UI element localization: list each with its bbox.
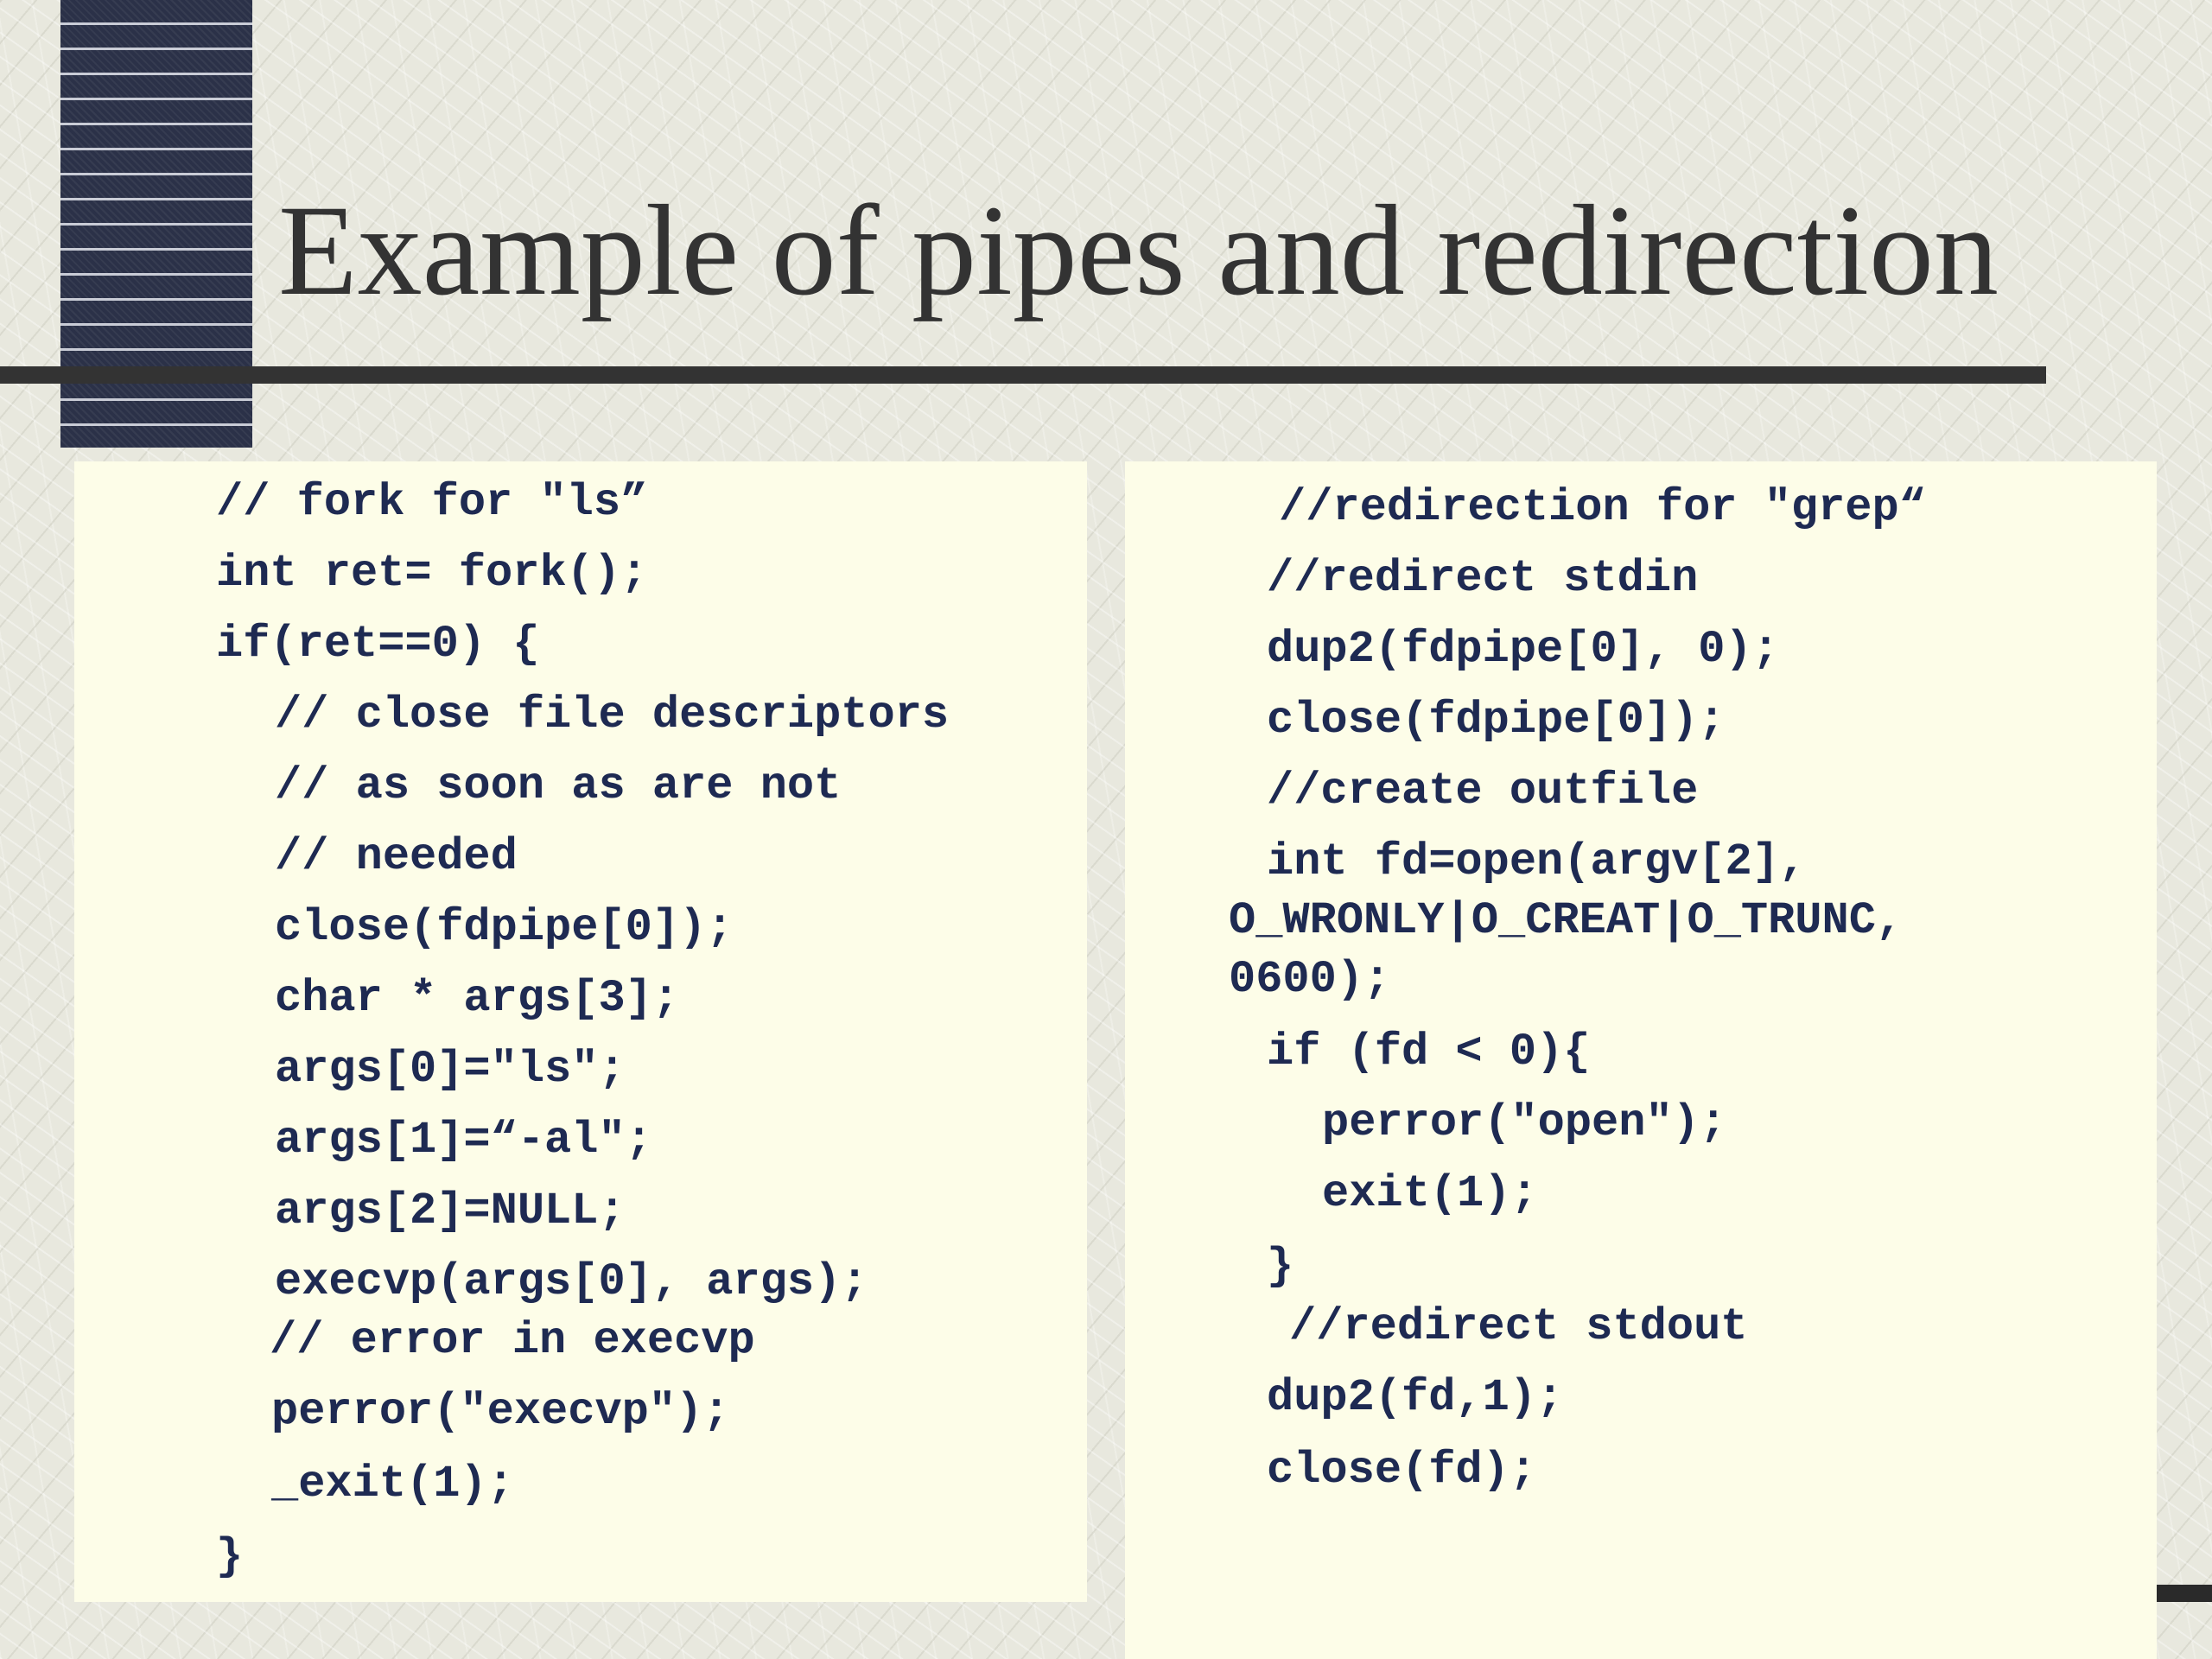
code-line: } bbox=[216, 1531, 244, 1582]
code-line: int fd=open(argv[2], bbox=[1267, 836, 1807, 887]
code-line: dup2(fdpipe[0], 0); bbox=[1267, 624, 1779, 675]
code-line: args[1]=“-al"; bbox=[275, 1115, 652, 1166]
left-code-panel bbox=[74, 461, 1087, 1602]
right-code-panel bbox=[1125, 461, 2157, 1659]
code-line: if(ret==0) { bbox=[216, 619, 540, 670]
code-line: int ret= fork(); bbox=[216, 548, 648, 599]
code-line: dup2(fd,1); bbox=[1267, 1372, 1564, 1423]
code-line: } bbox=[1267, 1241, 1294, 1292]
code-line: //redirection for "grep“ bbox=[1279, 482, 1926, 533]
code-line: //redirect stdout bbox=[1289, 1301, 1748, 1352]
code-line: args[2]=NULL; bbox=[275, 1185, 626, 1236]
code-line: if (fd < 0){ bbox=[1267, 1027, 1591, 1077]
code-line: perror("open"); bbox=[1322, 1097, 1727, 1148]
title-underline-rule bbox=[0, 366, 2046, 384]
code-line: char * args[3]; bbox=[275, 973, 680, 1024]
code-line: close(fd); bbox=[1267, 1445, 1537, 1496]
code-line: close(fdpipe[0]); bbox=[275, 902, 734, 953]
decorative-edge-bar bbox=[2157, 1585, 2212, 1602]
code-line: 0600); bbox=[1229, 954, 1391, 1005]
code-line: // close file descriptors bbox=[275, 690, 950, 741]
code-line: close(fdpipe[0]); bbox=[1267, 695, 1726, 746]
code-line: _exit(1); bbox=[271, 1459, 514, 1510]
code-line: exit(1); bbox=[1322, 1168, 1538, 1219]
code-line: // needed bbox=[275, 831, 518, 882]
code-line: // error in execvp bbox=[270, 1315, 755, 1366]
code-line: //redirect stdin bbox=[1267, 553, 1699, 604]
code-line: execvp(args[0], args); bbox=[275, 1256, 868, 1307]
code-line: // as soon as are not bbox=[275, 760, 842, 811]
code-line: O_WRONLY|O_CREAT|O_TRUNC, bbox=[1229, 895, 1904, 946]
code-line: perror("execvp"); bbox=[271, 1386, 730, 1437]
code-line: // fork for "ls” bbox=[216, 477, 648, 528]
slide-title: Example of pipes and redirection bbox=[278, 179, 1999, 322]
code-line: args[0]="ls"; bbox=[275, 1044, 626, 1095]
code-line: //create outfile bbox=[1267, 766, 1699, 817]
